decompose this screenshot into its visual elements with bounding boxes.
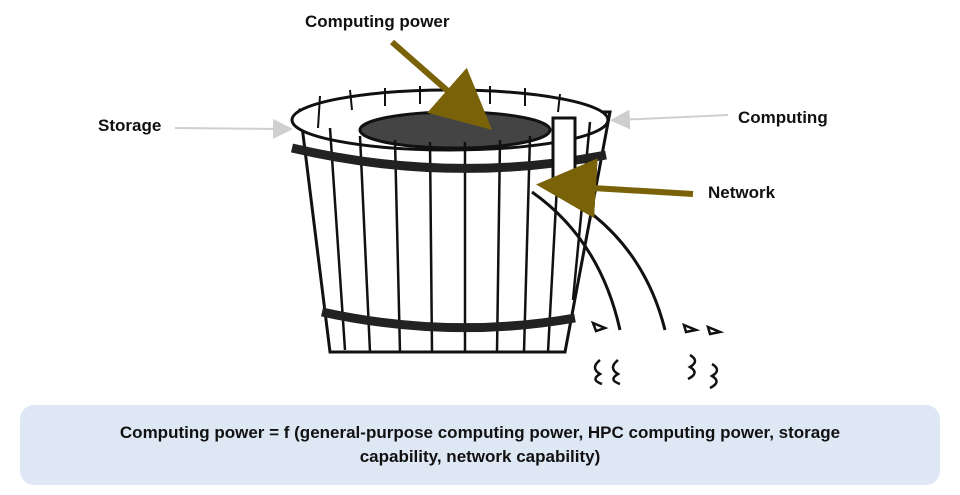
storage-arrow [175,128,285,129]
computing-label: Computing [738,108,828,128]
storage-label: Storage [98,116,161,136]
formula-box: Computing power = f (general-purpose com… [20,405,940,485]
network-label: Network [708,183,775,203]
wooden-bucket [292,86,720,388]
computing-arrow [618,115,728,120]
formula-text: Computing power = f (general-purpose com… [80,421,880,469]
computing-power-label: Computing power [305,12,449,32]
